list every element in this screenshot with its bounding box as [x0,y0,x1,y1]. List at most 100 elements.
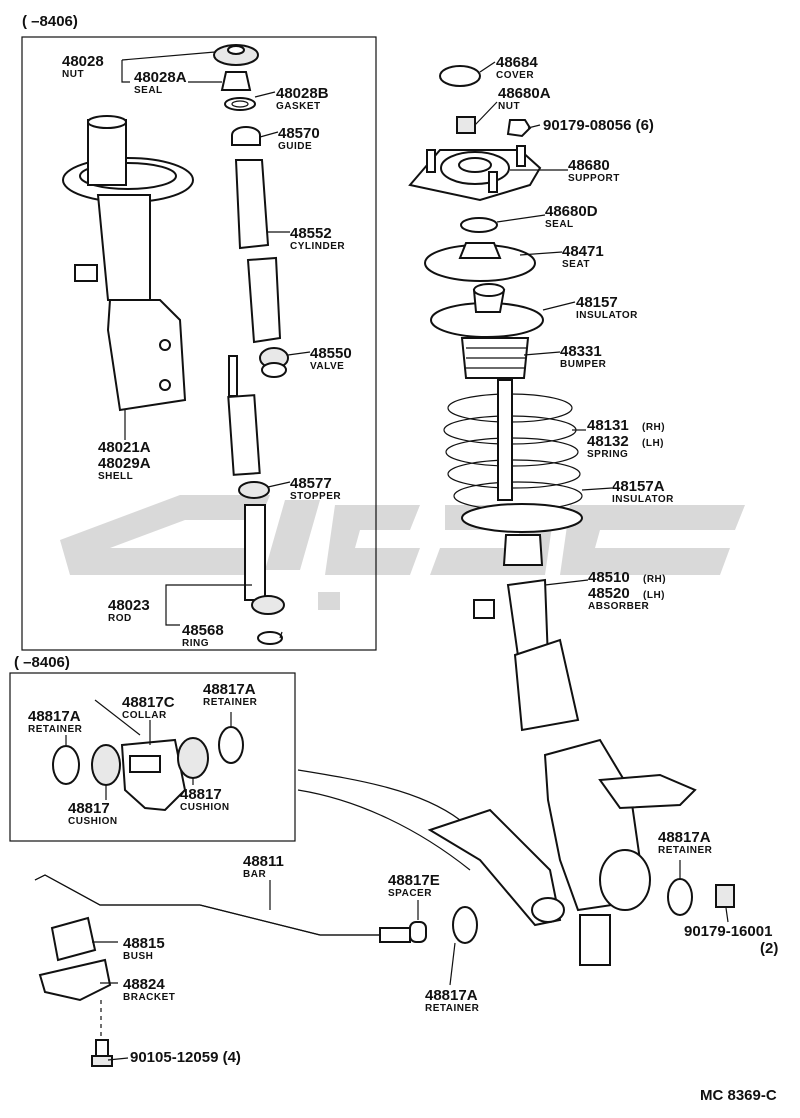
svg-text:90179-08056 (6): 90179-08056 (6) [543,117,654,134]
label-90179-08056: 90179-08056 (6) [543,117,654,134]
stabilizer-link-line-2 [297,769,461,821]
svg-text:(LH): (LH) [642,438,664,449]
svg-text:SEAL: SEAL [545,219,574,230]
label-48157A: 48157A INSULATOR [612,478,674,505]
seal-48680D-drawing [460,217,498,233]
label-48817-left: 48817 CUSHION [68,800,118,827]
label-48570: 48570 GUIDE [278,125,320,152]
svg-text:48021A: 48021A [98,439,151,456]
label-48471: 48471 SEAT [562,243,604,270]
label-48817-right: 48817 CUSHION [180,786,230,813]
svg-text:RETAINER: RETAINER [658,845,713,856]
svg-text:48131: 48131 [587,417,629,434]
label-48811: 48811 BAR [243,853,284,880]
insulator-48157-drawing [430,283,544,338]
valve-48550-drawing [259,347,289,378]
insulator-48157A-drawing [461,503,583,533]
inset-frame-top [21,36,377,651]
svg-text:48817A: 48817A [28,708,81,725]
svg-text:CUSHION: CUSHION [68,816,118,827]
leader-lines [65,51,729,1061]
svg-text:INSULATOR: INSULATOR [576,310,638,321]
svg-text:CYLINDER: CYLINDER [290,241,345,252]
svg-text:48550: 48550 [310,345,352,362]
seal-48028A-drawing [220,71,252,91]
svg-text:48684: 48684 [496,54,538,71]
svg-text:BRACKET: BRACKET [123,992,175,1003]
header-top: ( –8406) [22,13,78,30]
label-48550: 48550 VALVE [310,345,352,372]
label-48023: 48023 ROD [108,597,150,624]
footer-code: MC 8369-C [700,1087,777,1104]
steering-knuckle-drawing [543,738,697,966]
label-48510: 48510 (RH) 48520 (LH) ABSORBER [588,569,666,612]
label-48680: 48680 SUPPORT [568,157,620,184]
svg-text:RETAINER: RETAINER [28,724,83,735]
ring-48568-drawing [257,631,283,645]
svg-text:SPRING: SPRING [587,449,628,460]
guide-48570-drawing [231,126,261,146]
svg-text:BAR: BAR [243,869,266,880]
label-48680D: 48680D SEAL [545,203,598,230]
support-48680-drawing [408,145,542,202]
svg-text:RING: RING [182,638,209,649]
header-mid: ( –8406) [14,654,70,671]
label-48577: 48577 STOPPER [290,475,341,502]
svg-text:NUT: NUT [62,69,84,80]
label-48817A-left: 48817A RETAINER [28,708,83,735]
cover-48684-drawing [439,65,481,87]
label-48817A-bottom: 48817A RETAINER [425,987,479,1014]
label-48331: 48331 BUMPER [560,343,607,370]
svg-text:48817: 48817 [68,800,110,817]
svg-text:BUMPER: BUMPER [560,359,607,370]
svg-text:48577: 48577 [290,475,332,492]
svg-text:48331: 48331 [560,343,602,360]
svg-text:48570: 48570 [278,125,320,142]
nut-90179-16001-drawing [715,884,735,908]
svg-text:CUSHION: CUSHION [180,802,230,813]
svg-text:48817: 48817 [180,786,222,803]
label-48815: 48815 BUSH [123,935,165,962]
label-48552: 48552 CYLINDER [290,225,345,252]
svg-text:48028B: 48028B [276,85,329,102]
gasket-48028B-drawing [224,97,256,111]
svg-text:48023: 48023 [108,597,150,614]
svg-text:SPACER: SPACER [388,888,432,899]
label-48817C: 48817C COLLAR [122,694,175,721]
svg-text:48817A: 48817A [658,829,711,846]
label-48680A: 48680A NUT [498,85,551,112]
spacer-48817E-drawing [409,921,427,943]
nut-48680A-drawing [456,116,532,138]
svg-text:48817A: 48817A [203,681,256,698]
lower-arm-drawing [427,808,565,927]
seat-48471-drawing [424,242,536,282]
label-48817A-right: 48817A RETAINER [203,681,258,708]
retainer-48817A-right-drawing [667,878,693,916]
cylinder-48552-drawing [234,159,282,344]
svg-text:48680: 48680 [568,157,610,174]
label-48028A: 48028A SEAL [134,69,187,96]
svg-text:INSULATOR: INSULATOR [612,494,674,505]
svg-text:48510: 48510 [588,569,630,586]
bumper-48331-drawing [460,337,530,379]
svg-text:NUT: NUT [498,101,520,112]
nut-48028-drawing [213,44,259,66]
svg-text:48568: 48568 [182,622,224,639]
svg-text:RETAINER: RETAINER [203,697,258,708]
svg-text:90179-16001: 90179-16001 [684,923,772,940]
svg-text:VALVE: VALVE [310,361,344,372]
stabilizer-link-line [297,789,471,871]
svg-text:48817E: 48817E [388,872,440,889]
label-48824: 48824 BRACKET [123,976,175,1003]
svg-text:GASKET: GASKET [276,101,321,112]
svg-text:SEAL: SEAL [134,85,163,96]
inset-frame-mid [9,672,296,842]
svg-text:BUSH: BUSH [123,951,153,962]
svg-text:48552: 48552 [290,225,332,242]
rod-48023-drawing [227,355,285,615]
label-48817E: 48817E SPACER [388,872,440,899]
svg-text:SUPPORT: SUPPORT [568,173,620,184]
svg-text:48817A: 48817A [425,987,478,1004]
svg-text:48157A: 48157A [612,478,665,495]
